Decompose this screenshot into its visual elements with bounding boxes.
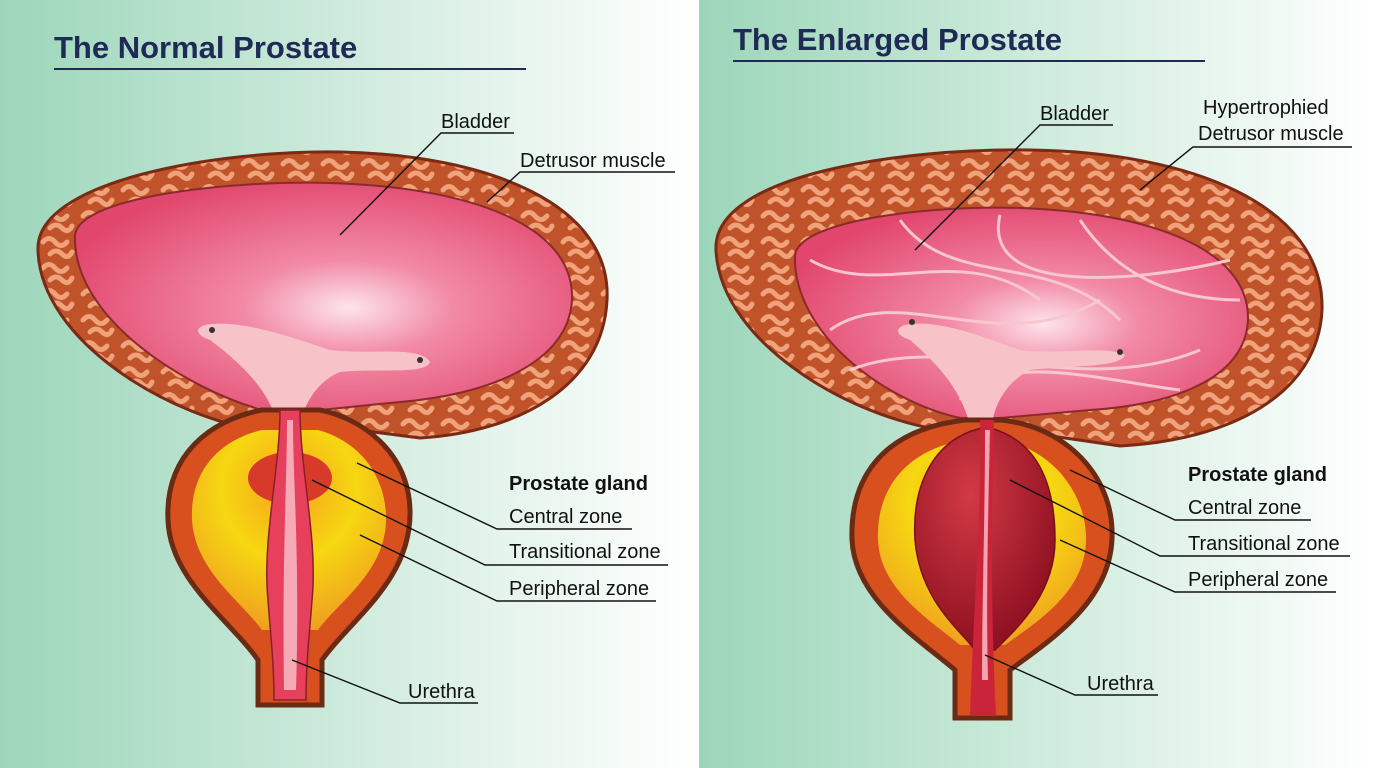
leader-line <box>1059 539 1336 593</box>
label-peripheral-zone: Peripheral zone <box>509 578 649 600</box>
leader-line <box>1009 479 1350 557</box>
trigone <box>198 323 430 425</box>
enlarged-title: The Enlarged Prostate <box>733 22 1062 57</box>
label-peripheral-zone: Peripheral zone <box>1188 569 1328 591</box>
leader-line <box>1069 469 1311 521</box>
normal-prostate <box>165 407 413 708</box>
normal-bladder <box>36 150 609 440</box>
panel-divider <box>696 0 699 768</box>
enlarged-panel: The Enlarged Prostate Bladder Hypertroph… <box>714 22 1352 721</box>
urethra-lumen <box>283 420 298 690</box>
label-detrusor-muscle: Detrusor muscle <box>1198 123 1344 145</box>
urethra <box>970 420 996 715</box>
leader-line <box>1139 146 1352 191</box>
label-prostate-gland: Prostate gland <box>509 473 648 495</box>
label-central-zone: Central zone <box>1188 497 1301 519</box>
enlarged-bladder <box>714 148 1324 448</box>
leader-line <box>359 534 656 602</box>
label-detrusor-muscle: Detrusor muscle <box>520 150 666 172</box>
label-central-zone: Central zone <box>509 506 622 528</box>
ureter-opening-left <box>909 319 915 325</box>
label-urethra: Urethra <box>408 681 476 703</box>
leader-line <box>356 462 632 530</box>
leader-line <box>486 171 675 203</box>
ureter-opening-right <box>417 357 423 363</box>
label-urethra: Urethra <box>1087 673 1155 695</box>
enlarged-prostate <box>849 417 1115 721</box>
leader-line <box>291 659 478 704</box>
normal-title: The Normal Prostate <box>54 30 357 65</box>
leader-line <box>311 479 668 566</box>
label-transitional-zone: Transitional zone <box>509 541 661 563</box>
bladder-cavity <box>73 181 574 411</box>
leader-line <box>339 132 514 236</box>
label-bladder: Bladder <box>441 111 510 133</box>
ureter-opening-left <box>209 327 215 333</box>
label-transitional-zone: Transitional zone <box>1188 533 1340 555</box>
ureter-opening-right <box>1117 349 1123 355</box>
normal-panel: The Normal Prostate Bladder Detrusor mus… <box>36 30 675 708</box>
leader-line <box>984 654 1158 696</box>
urethra-lumen-compressed <box>982 430 990 680</box>
label-bladder: Bladder <box>1040 103 1109 125</box>
label-prostate-gland: Prostate gland <box>1188 464 1327 486</box>
label-hypertrophied: Hypertrophied <box>1203 97 1329 119</box>
leader-line <box>914 124 1113 251</box>
trigone <box>898 323 1125 425</box>
